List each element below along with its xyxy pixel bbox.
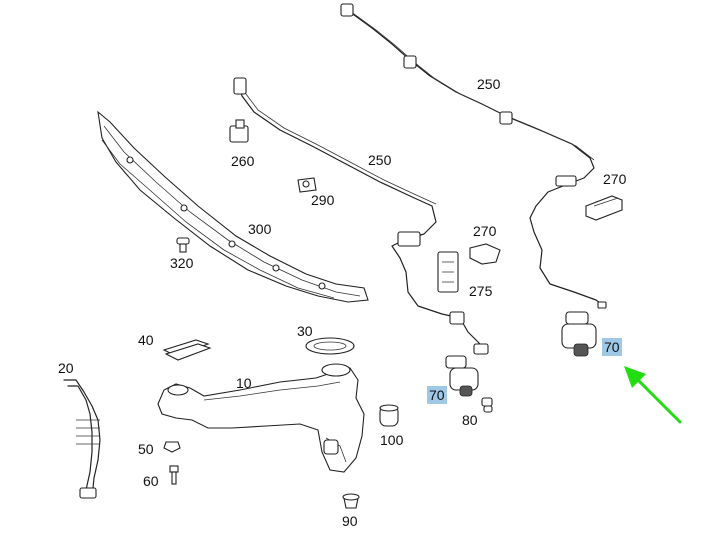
clip-290[interactable] xyxy=(297,177,317,193)
label-275: 275 xyxy=(469,283,493,299)
seal-40[interactable] xyxy=(162,339,212,361)
label-90: 90 xyxy=(342,513,358,529)
label-80: 80 xyxy=(462,412,478,428)
grommet-90[interactable] xyxy=(342,493,360,509)
washer-reservoir[interactable] xyxy=(157,363,365,473)
plug-50[interactable] xyxy=(163,441,181,453)
bracket-270-right[interactable] xyxy=(585,195,623,221)
washer-hose-upper[interactable] xyxy=(340,3,607,309)
washer-pump-middle[interactable] xyxy=(445,355,479,397)
label-270-right: 270 xyxy=(603,171,627,187)
washer-hose-lower[interactable] xyxy=(233,77,489,355)
bracket-270-275[interactable] xyxy=(437,243,501,293)
label-70-right-highlighted[interactable]: 70 xyxy=(602,338,622,356)
washer-pump-right[interactable] xyxy=(561,311,597,357)
label-20: 20 xyxy=(58,360,74,376)
label-70-middle-highlighted[interactable]: 70 xyxy=(427,386,447,404)
grommet-100[interactable] xyxy=(379,404,399,427)
label-50: 50 xyxy=(138,441,154,457)
label-100: 100 xyxy=(380,432,404,448)
filler-cap-30[interactable] xyxy=(305,337,355,355)
grommet-80[interactable] xyxy=(481,397,493,413)
label-270-middle: 270 xyxy=(473,223,497,239)
bracket-260[interactable] xyxy=(229,119,249,143)
label-60: 60 xyxy=(143,473,159,489)
pointer-arrow xyxy=(624,366,682,424)
clip-320[interactable] xyxy=(176,237,190,253)
cowl-panel[interactable] xyxy=(97,110,369,303)
label-30: 30 xyxy=(297,323,313,339)
label-250-lower: 250 xyxy=(368,152,392,168)
label-320: 320 xyxy=(170,255,194,271)
label-300: 300 xyxy=(248,221,272,237)
label-250-upper: 250 xyxy=(477,76,501,92)
label-10: 10 xyxy=(236,375,252,391)
bolt-60[interactable] xyxy=(169,465,179,485)
label-260: 260 xyxy=(231,153,255,169)
label-290: 290 xyxy=(311,192,335,208)
filler-neck-20[interactable] xyxy=(63,379,101,499)
label-40: 40 xyxy=(138,332,154,348)
